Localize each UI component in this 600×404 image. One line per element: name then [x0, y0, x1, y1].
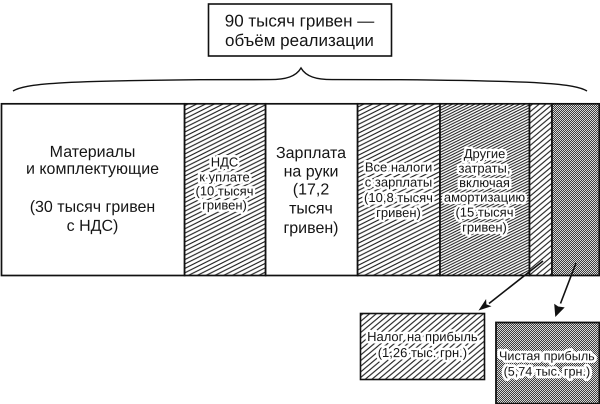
svg-text:90 тысяч гривен —: 90 тысяч гривен —	[225, 11, 374, 30]
svg-text:затраты,: затраты,	[459, 161, 511, 176]
svg-text:Налог на прибыль: Налог на прибыль	[367, 329, 478, 344]
svg-text:(10 тысяч: (10 тысяч	[195, 183, 253, 198]
svg-text:(30 тысяч гривен: (30 тысяч гривен	[30, 199, 156, 216]
svg-text:(5,74 тыс. грн.): (5,74 тыс. грн.)	[504, 365, 591, 379]
svg-text:НДС: НДС	[211, 154, 239, 169]
svg-text:(10,8 тысяч: (10,8 тысяч	[364, 190, 433, 205]
svg-text:(17,2: (17,2	[293, 181, 330, 198]
svg-text:гривен): гривен)	[376, 205, 421, 220]
svg-text:гривен): гривен)	[462, 220, 507, 235]
svg-text:с НДС): с НДС)	[67, 218, 119, 235]
svg-text:Другие: Другие	[464, 146, 506, 161]
svg-text:тысяч: тысяч	[289, 200, 333, 217]
svg-text:(1,26 тыс. грн.): (1,26 тыс. грн.)	[378, 345, 467, 360]
svg-text:на руки: на руки	[284, 163, 339, 180]
svg-text:объём реализации: объём реализации	[225, 31, 374, 50]
svg-text:Материалы: Материалы	[50, 144, 136, 161]
svg-text:Чистая прибыль: Чистая прибыль	[499, 349, 595, 363]
svg-text:включая: включая	[459, 175, 510, 190]
svg-text:гривен): гривен)	[283, 220, 338, 237]
svg-text:и комплектующие: и комплектующие	[26, 161, 159, 178]
svg-text:гривен): гривен)	[202, 197, 247, 212]
svg-text:(15 тысяч: (15 тысяч	[455, 205, 513, 220]
svg-text:Все налоги: Все налоги	[365, 160, 432, 175]
svg-text:амортизацию: амортизацию	[444, 190, 525, 205]
svg-text:с зарплаты: с зарплаты	[365, 175, 432, 190]
svg-text:Зарплата: Зарплата	[276, 145, 346, 162]
svg-text:к уплате: к уплате	[199, 169, 249, 184]
